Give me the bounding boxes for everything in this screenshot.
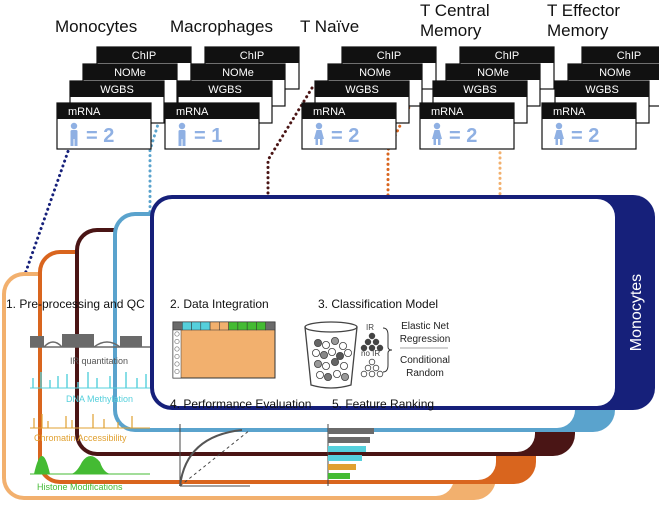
assay-label-wgbs: WGBS [100,84,134,96]
ir-quantitation-label: IR quantitation [70,356,128,366]
histone-modifications-track [30,456,150,475]
assay-header [315,81,409,97]
ir-tree-icon [360,332,384,352]
donor-count: = 2 [86,125,114,147]
model-line-2: Regression [400,334,451,345]
assay-header [83,64,177,80]
dna-methylation-label: DNA Methylation [66,394,133,404]
female-person-icon [432,122,442,145]
assay-label-chip: ChIP [495,50,519,62]
cell-type-title: Macrophages [170,17,273,36]
donor-count: = 2 [571,125,599,147]
assay-label-wgbs: WGBS [345,84,379,96]
model-line-4: Random [406,368,444,379]
chromatin-accessibility-track [30,414,150,429]
assay-label-mrna: mRNA [313,106,346,118]
dna-methylation-track [30,372,150,389]
analysis-panel: 1. Pre-processing and QC IR quantitation… [6,297,450,492]
data-integration-matrix [172,321,276,379]
histone-modifications-label: Histone Modifications [37,482,123,492]
model-line-3: Conditional [400,355,450,366]
assay-header [582,47,659,63]
assay-label-chip: ChIP [240,50,264,62]
assay-header [57,103,151,119]
assay-label-nome: NOMe [359,67,391,79]
cell-type-title: Memory [547,21,609,40]
assay-header [328,64,422,80]
assay-label-chip: ChIP [132,50,156,62]
cell-type-title: Memory [420,21,482,40]
chromatin-accessibility-label: Chromatin Accessibility [34,433,127,443]
male-person-icon [70,122,78,146]
assay-header [205,47,299,63]
assay-label-chip: ChIP [377,50,401,62]
step3-title: 3. Classification Model [318,297,438,311]
random-forest-cup-icon [304,321,358,389]
step5-title: 5. Feature Ranking [332,397,434,411]
assay-label-wgbs: WGBS [463,84,497,96]
cell-type-title: T Naïve [300,17,359,36]
feature-ranking-chart [327,424,374,486]
ir-quantitation-track [30,334,150,348]
male-person-icon [178,122,186,146]
assay-header [165,103,259,119]
assay-header [433,81,527,97]
no-ir-label: no IR [361,349,380,358]
assay-label-mrna: mRNA [176,106,209,118]
step4-title: 4. Performance Evaluation [170,397,311,411]
donor-count: = 1 [194,125,222,147]
assay-label-nome: NOMe [477,67,509,79]
assay-label-nome: NOMe [222,67,254,79]
assay-label-nome: NOMe [599,67,631,79]
donor-count: = 2 [331,125,359,147]
roc-curve-plot [179,424,251,487]
female-person-icon [554,122,564,145]
assay-header [568,64,659,80]
step1-title: 1. Pre-processing and QC [6,297,145,311]
cell-type-title: Monocytes [55,17,137,36]
assay-header [446,64,540,80]
ir-label: IR [366,323,374,332]
cell-type-title: T Central [420,1,490,20]
assay-header [460,47,554,63]
assay-label-mrna: mRNA [431,106,464,118]
assay-header [420,103,514,119]
assay-header [542,103,636,119]
assay-label-mrna: mRNA [553,106,586,118]
female-person-icon [314,122,324,145]
assay-header [178,81,272,97]
cell-type-card-monocytes: Monocytes [150,195,655,410]
assay-header [302,103,396,119]
assay-label-wgbs: WGBS [208,84,242,96]
assay-header [555,81,649,97]
cell-type-tab-label: Monocytes [628,274,645,351]
donor-count: = 2 [449,125,477,147]
model-line-1: Elastic Net [401,321,449,332]
step2-title: 2. Data Integration [170,297,269,311]
assay-header [342,47,436,63]
assay-label-mrna: mRNA [68,106,101,118]
cell-type-title: T Effector [547,1,620,20]
assay-label-nome: NOMe [114,67,146,79]
assay-label-wgbs: WGBS [585,84,619,96]
assay-header [97,47,191,63]
assay-header [191,64,285,80]
assay-label-chip: ChIP [617,50,641,62]
no-ir-tree-icon [360,358,384,378]
assay-header [70,81,164,97]
